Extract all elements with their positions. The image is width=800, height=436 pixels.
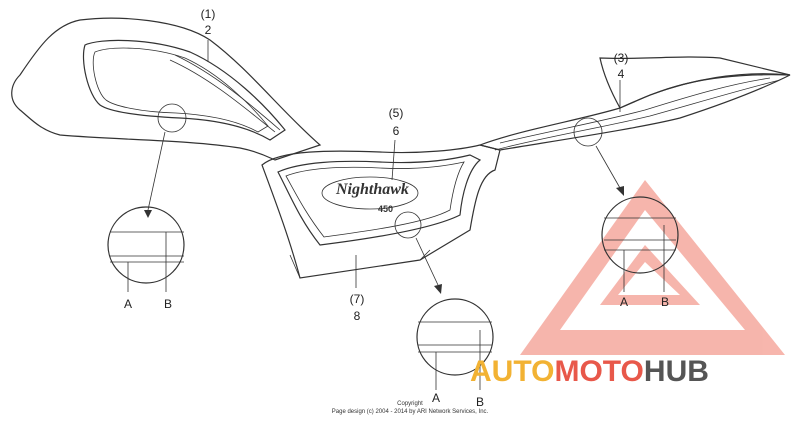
callout-2: 2: [205, 23, 212, 37]
callout-leaders: [207, 40, 621, 288]
detail-left-a: A: [124, 297, 132, 311]
fuel-tank-outline: [11, 17, 322, 161]
callout-8: 8: [354, 309, 361, 323]
copyright-line-2: Page design (c) 2004 - 2014 by ARI Netwo…: [331, 409, 489, 415]
watermark-part-1: AUTO: [470, 355, 555, 388]
side-panel-outline: [261, 144, 501, 279]
callout-5: (5): [389, 106, 404, 120]
watermark-part-3: HUB: [643, 355, 709, 388]
callout-1: (1): [201, 7, 216, 21]
detail-center-a: A: [432, 391, 440, 405]
copyright-line-1: Copyright: [397, 401, 423, 407]
emblem-sub-text: 450: [378, 204, 393, 214]
detail-left-b: B: [164, 297, 172, 311]
copyright-notice: Copyright Page design (c) 2004 - 2014 by…: [300, 400, 520, 416]
detail-callout-left: [107, 103, 187, 292]
detail-callout-right: [573, 117, 679, 292]
detail-callout-center: [394, 211, 494, 390]
callout-6: 6: [393, 124, 400, 138]
tail-section-outline: [477, 56, 791, 151]
callout-3: (3): [614, 51, 629, 65]
detail-right-b: B: [661, 295, 669, 309]
nighthawk-emblem: Nighthawk 450: [321, 176, 419, 214]
watermark-logo: AUTOMOTOHUB: [470, 355, 709, 389]
detail-right-a: A: [620, 295, 628, 309]
watermark-part-2: MOTO: [554, 355, 644, 388]
detail-center-b: B: [476, 395, 484, 409]
emblem-main-text: Nighthawk: [335, 181, 409, 198]
callout-4: 4: [618, 67, 625, 81]
callout-7: (7): [350, 292, 365, 306]
watermark-triangle-icon: [520, 180, 785, 355]
